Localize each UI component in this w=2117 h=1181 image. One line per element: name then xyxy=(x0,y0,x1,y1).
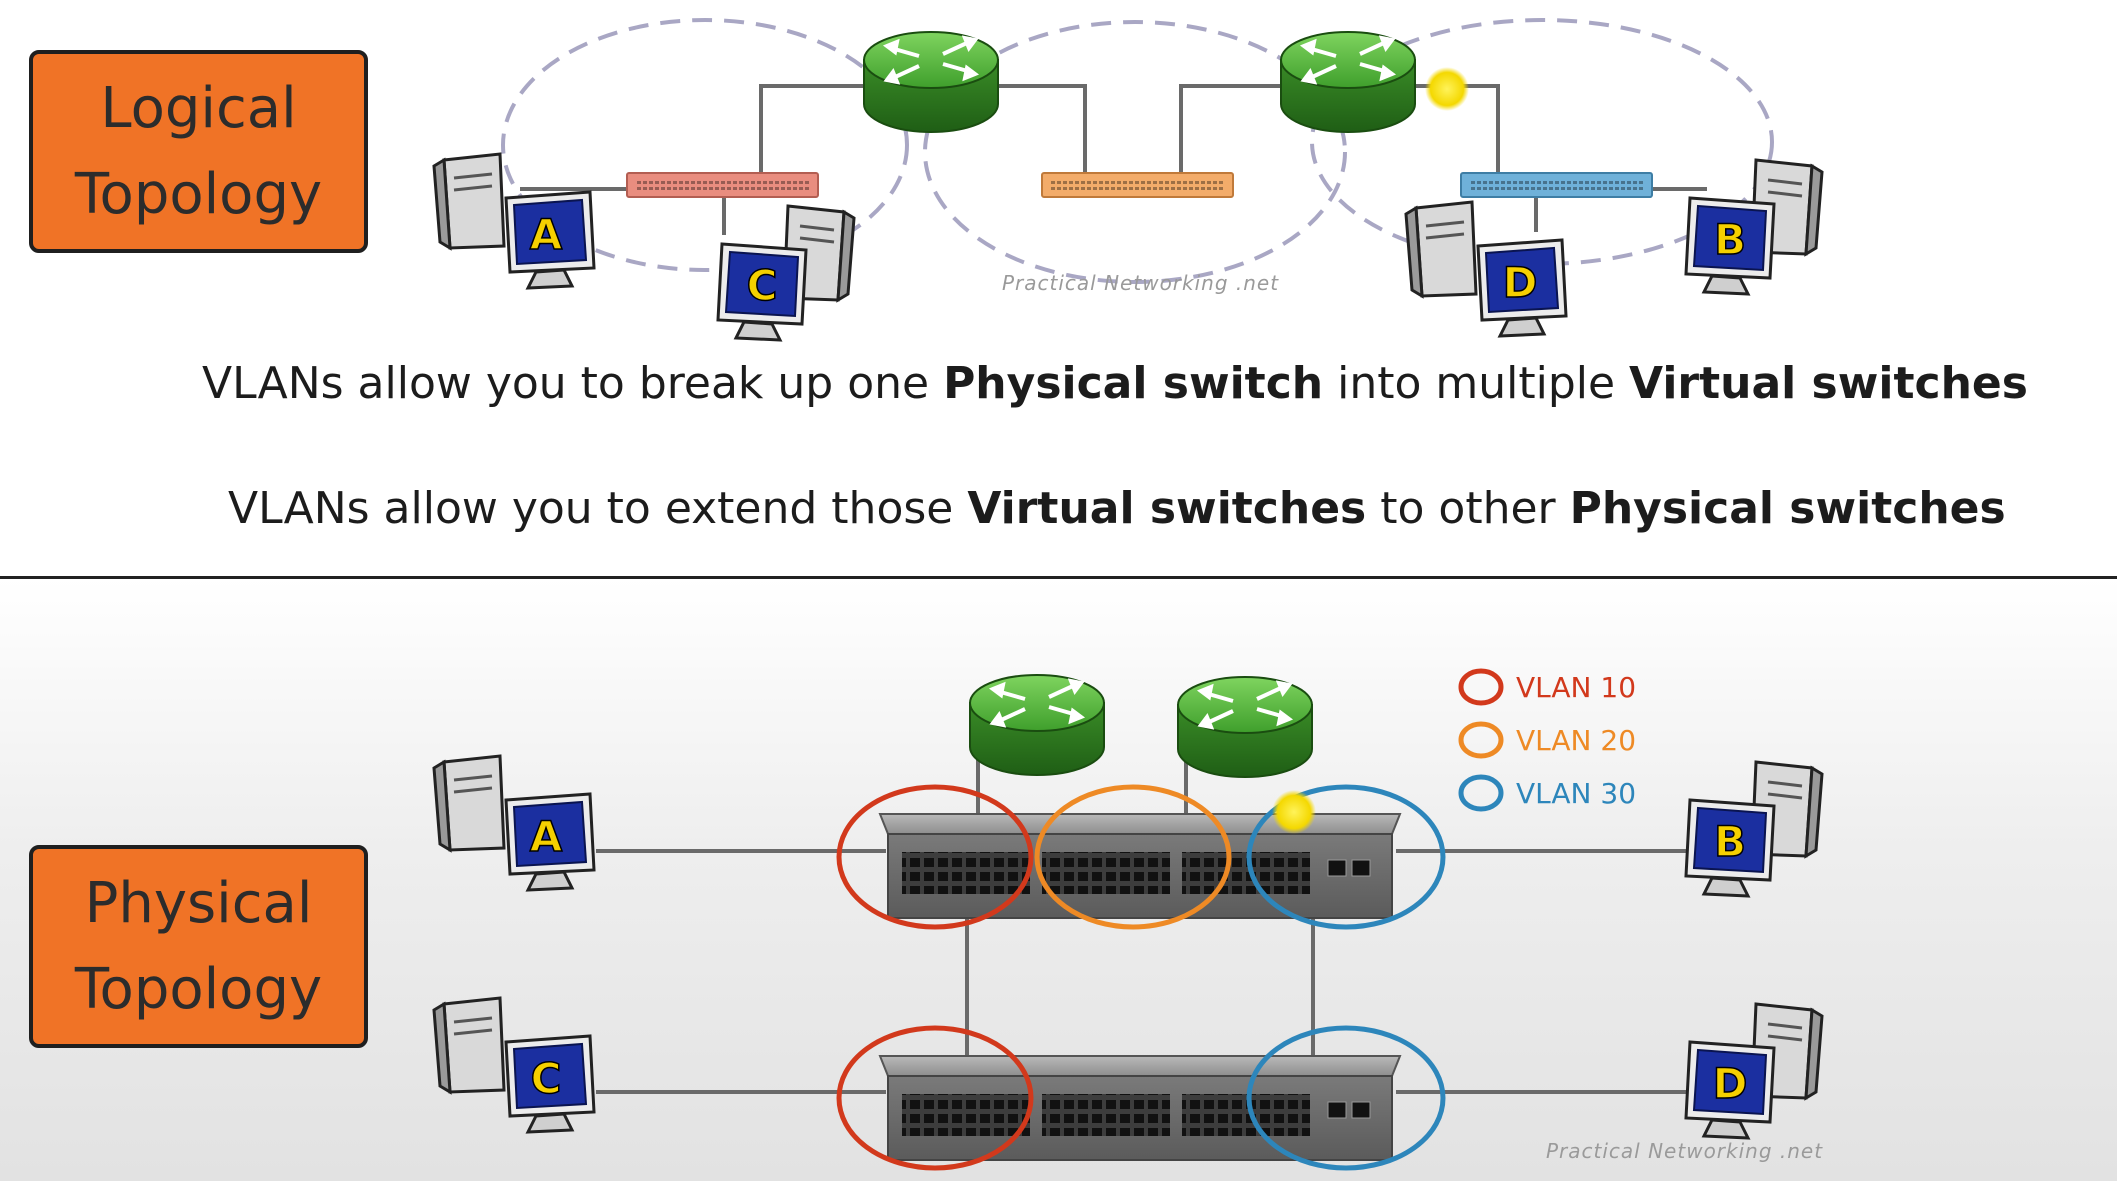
ring-vlan10-bottom xyxy=(836,1025,1034,1171)
legend-vlan30-label: VLAN 30 xyxy=(1516,777,1636,810)
pc-c-label: C xyxy=(747,261,778,310)
physical-pc-d: D xyxy=(1684,1002,1824,1140)
logical-highlight-dot xyxy=(1425,67,1469,111)
legend-vlan20-ring xyxy=(1458,721,1504,759)
caption2-bold-2: Physical switches xyxy=(1569,483,2006,534)
logical-router-right xyxy=(1279,30,1417,134)
logical-switch-red xyxy=(626,172,819,198)
section-divider xyxy=(0,576,2117,579)
pc-d-label: D xyxy=(1503,258,1538,307)
physical-router-right xyxy=(1176,675,1314,779)
logical-pc-d: D xyxy=(1404,200,1568,338)
legend-vlan20-label: VLAN 20 xyxy=(1516,724,1636,757)
physical-watermark: Practical Networking .net xyxy=(1546,1139,1823,1163)
physical-label-line1: Physical xyxy=(84,870,313,936)
physical-pc-c: C xyxy=(432,996,596,1134)
legend-vlan10-ring xyxy=(1458,668,1504,706)
pc-a-label: A xyxy=(530,210,563,259)
caption1-text-1: VLANs allow you to break up one xyxy=(202,358,944,409)
physical-topology-label: Physical Topology xyxy=(29,845,368,1048)
caption1-bold-2: Virtual switches xyxy=(1629,358,2028,409)
ring-vlan20-top xyxy=(1034,784,1232,930)
logical-pc-b: B xyxy=(1684,158,1824,296)
logical-label-line1: Logical xyxy=(100,75,297,141)
legend-vlan10-label: VLAN 10 xyxy=(1516,671,1636,704)
physical-vlan-rings xyxy=(836,784,1446,1171)
ring-vlan30-bottom xyxy=(1246,1025,1446,1171)
logical-switch-blue xyxy=(1460,172,1653,198)
caption1-bold-1: Physical switch xyxy=(943,358,1324,409)
physical-label-line2: Topology xyxy=(74,956,323,1022)
logical-vlan-ellipses xyxy=(501,18,1774,284)
ring-vlan30-top xyxy=(1246,784,1446,930)
caption2-bold-1: Virtual switches xyxy=(967,483,1367,534)
logical-topology-label: Logical Topology xyxy=(29,50,368,253)
logical-cables xyxy=(520,84,1707,235)
physical-pc-c-label: C xyxy=(531,1054,562,1103)
physical-switch-bottom xyxy=(879,1055,1401,1161)
caption-extend: VLANs allow you to extend those Virtual … xyxy=(228,483,2006,534)
logical-vlan-ellipse-left xyxy=(501,18,909,272)
physical-highlight-dot xyxy=(1272,790,1316,834)
logical-vlan-ellipse-right xyxy=(1310,18,1774,266)
logical-pc-a: A xyxy=(432,152,596,290)
physical-switch-top xyxy=(879,813,1401,919)
logical-vlan-ellipse-middle xyxy=(923,20,1347,284)
caption2-text-2: to other xyxy=(1366,483,1570,534)
vlan-legend: VLAN 10 VLAN 20 VLAN 30 xyxy=(1458,668,1636,812)
caption-break-up: VLANs allow you to break up one Physical… xyxy=(202,358,2028,409)
physical-pc-d-label: D xyxy=(1713,1059,1748,1108)
logical-pc-c: C xyxy=(716,204,856,342)
ring-vlan10-top xyxy=(836,784,1034,930)
legend-vlan30-ring xyxy=(1458,774,1504,812)
physical-pc-a-label: A xyxy=(530,812,563,861)
caption1-text-2: into multiple xyxy=(1323,358,1630,409)
physical-pc-a: A xyxy=(432,754,596,892)
caption2-text-1: VLANs allow you to extend those xyxy=(228,483,968,534)
logical-switch-orange xyxy=(1041,172,1234,198)
physical-pc-b-label: B xyxy=(1714,817,1746,866)
logical-router-left xyxy=(862,30,1000,134)
pc-b-label: B xyxy=(1714,215,1746,264)
logical-label-line2: Topology xyxy=(74,161,323,227)
logical-watermark: Practical Networking .net xyxy=(1002,271,1279,295)
physical-router-left xyxy=(968,673,1106,777)
physical-pc-b: B xyxy=(1684,760,1824,898)
